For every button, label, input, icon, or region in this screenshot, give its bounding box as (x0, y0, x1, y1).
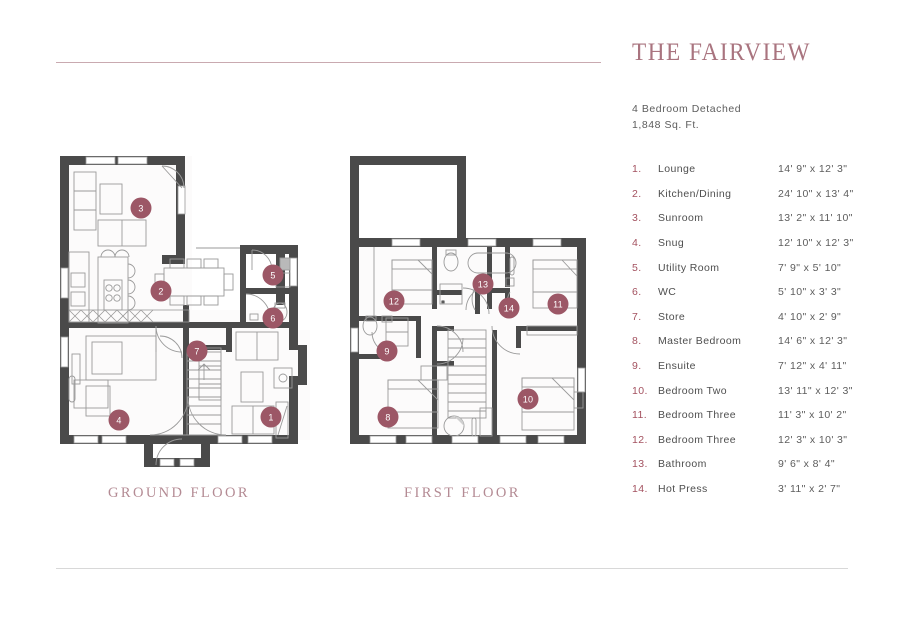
room-row: 6. WC 5' 10" x 3' 3" (632, 280, 882, 305)
room-marker-12[interactable] (383, 290, 405, 312)
room-marker-label: 11 (553, 300, 563, 310)
room-name: Master Bedroom (658, 335, 742, 348)
room-marker-label: 10 (523, 395, 533, 405)
room-marker-label: 5 (270, 271, 275, 281)
room-number: 11. (632, 409, 648, 422)
area-line: 1,848 Sq. Ft. (632, 119, 700, 131)
room-number: 12. (632, 433, 648, 446)
room-row: 14. Hot Press 3' 11" x 2' 7" (632, 477, 882, 502)
room-name: Ensuite (658, 360, 696, 373)
room-dimensions: 4' 10" x 2' 9" (778, 310, 842, 323)
room-marker-1[interactable] (260, 406, 282, 428)
room-row: 7. Store 4' 10" x 2' 9" (632, 305, 882, 330)
room-name: WC (658, 286, 677, 299)
room-number: 4. (632, 237, 642, 250)
room-marker-label: 9 (384, 347, 389, 357)
room-marker-5[interactable] (262, 264, 284, 286)
room-row: 10. Bedroom Two 13' 11" x 12' 3" (632, 378, 882, 403)
room-dimensions: 7' 12" x 4' 11" (778, 360, 847, 373)
page-title: THE FAIRVIEW (632, 39, 811, 66)
room-number: 5. (632, 261, 642, 274)
room-marker-11[interactable] (547, 293, 569, 315)
room-marker-13[interactable] (472, 273, 494, 295)
footer-divider (56, 568, 848, 569)
room-row: 11. Bedroom Three 11' 3" x 10' 2" (632, 403, 882, 428)
room-row: 2. Kitchen/Dining 24' 10" x 13' 4" (632, 182, 882, 207)
room-number: 9. (632, 360, 642, 373)
room-name: Bedroom Three (658, 433, 736, 446)
room-name: Bedroom Three (658, 409, 736, 422)
room-marker-3[interactable] (130, 197, 152, 219)
room-number: 8. (632, 335, 642, 348)
room-number: 2. (632, 187, 642, 200)
room-name: Sunroom (658, 212, 704, 225)
first-floor-plan: 12 13 14 11 9 8 10 (344, 140, 604, 485)
room-name: Lounge (658, 163, 696, 176)
room-dimensions: 13' 11" x 12' 3" (778, 384, 853, 397)
room-dimensions: 24' 10" x 13' 4" (778, 187, 854, 200)
info-panel: THE FAIRVIEW 4 Bedroom Detached 1,848 Sq… (632, 40, 882, 501)
room-dimensions: 12' 10" x 12' 3" (778, 237, 854, 250)
room-marker-label: 8 (385, 413, 390, 423)
room-marker-label: 3 (138, 204, 143, 214)
room-marker-14[interactable] (498, 297, 520, 319)
room-number: 7. (632, 310, 642, 323)
room-dimensions: 12' 3" x 10' 3" (778, 433, 848, 446)
room-marker-label: 14 (504, 304, 514, 314)
property-summary: 4 Bedroom Detached 1,848 Sq. Ft. (632, 101, 882, 133)
room-dimensions: 13' 2" x 11' 10" (778, 212, 853, 225)
bedrooms-line: 4 Bedroom Detached (632, 103, 742, 115)
room-name: Bathroom (658, 458, 707, 471)
room-dimensions: 14' 6" x 12' 3" (778, 335, 848, 348)
ground-floor-markers: 3 2 5 6 7 4 1 (108, 197, 284, 431)
room-name: Utility Room (658, 261, 720, 274)
room-marker-label: 13 (478, 280, 488, 290)
room-row: 13. Bathroom 9' 6" x 8' 4" (632, 452, 882, 477)
room-row: 4. Snug 12' 10" x 12' 3" (632, 231, 882, 256)
room-number: 13. (632, 458, 648, 471)
first-floor-markers: 12 13 14 11 9 8 10 (376, 273, 569, 428)
ground-floor-caption: GROUND FLOOR (108, 485, 250, 501)
room-dimensions: 9' 6" x 8' 4" (778, 458, 835, 471)
room-number: 10. (632, 384, 648, 397)
room-name: Store (658, 310, 686, 323)
room-marker-10[interactable] (517, 388, 539, 410)
room-marker-4[interactable] (108, 409, 130, 431)
room-name: Snug (658, 237, 685, 250)
ground-floor-plan: 3 2 5 6 7 4 1 (44, 140, 334, 485)
header-divider (56, 62, 601, 63)
room-row: 8. Master Bedroom 14' 6" x 12' 3" (632, 329, 882, 354)
room-marker-2[interactable] (150, 280, 172, 302)
room-marker-7[interactable] (186, 340, 208, 362)
room-row: 1. Lounge 14' 9" x 12' 3" (632, 157, 882, 182)
room-dimensions: 5' 10" x 3' 3" (778, 286, 842, 299)
room-number: 3. (632, 212, 642, 225)
room-row: 5. Utility Room 7' 9" x 5' 10" (632, 255, 882, 280)
room-marker-label: 4 (116, 416, 121, 426)
ground-floor-geometry (60, 156, 310, 467)
room-name: Bedroom Two (658, 384, 727, 397)
room-dimensions: 3' 11" x 2' 7" (778, 483, 841, 496)
room-name: Kitchen/Dining (658, 187, 732, 200)
room-marker-label: 2 (158, 287, 163, 297)
room-marker-label: 1 (268, 413, 273, 423)
room-name: Hot Press (658, 483, 708, 496)
room-marker-label: 6 (270, 314, 275, 324)
room-row: 9. Ensuite 7' 12" x 4' 11" (632, 354, 882, 379)
room-number: 1. (632, 163, 642, 176)
first-floor-caption: FIRST FLOOR (404, 485, 521, 501)
room-number: 14. (632, 483, 648, 496)
room-dimensions: 11' 3" x 10' 2" (778, 409, 847, 422)
room-dimensions: 14' 9" x 12' 3" (778, 163, 848, 176)
room-marker-6[interactable] (262, 307, 284, 329)
room-marker-9[interactable] (376, 340, 398, 362)
room-number: 6. (632, 286, 642, 299)
room-marker-label: 7 (194, 347, 199, 357)
room-marker-8[interactable] (377, 406, 399, 428)
room-row: 12. Bedroom Three 12' 3" x 10' 3" (632, 428, 882, 453)
room-marker-label: 12 (389, 297, 399, 307)
room-row: 3. Sunroom 13' 2" x 11' 10" (632, 206, 882, 231)
room-dimensions: 7' 9" x 5' 10" (778, 261, 842, 274)
